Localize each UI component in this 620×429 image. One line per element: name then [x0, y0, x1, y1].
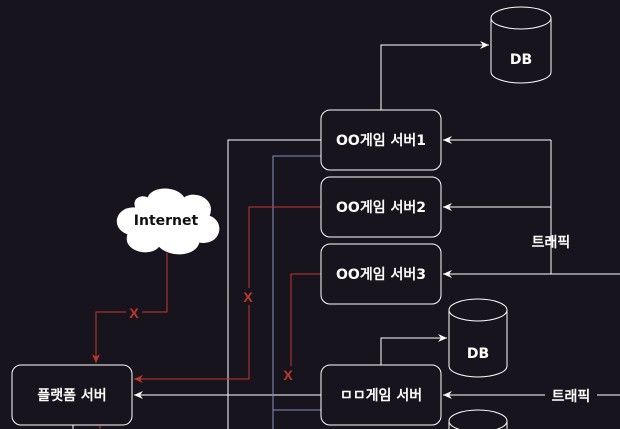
- edge-server3-to-platform-blocked: [290, 273, 321, 379]
- game-server-2-label: OO게임 서버2: [336, 199, 426, 216]
- db-top-cylinder: DB: [490, 6, 552, 84]
- blocked-x-internet: X: [129, 305, 139, 321]
- platform-server-box: 플랫폼 서버: [11, 364, 133, 426]
- db-top-label: DB: [510, 52, 532, 68]
- game-server-3-label: OO게임 서버3: [336, 266, 426, 283]
- blocked-x-server3-bg: [280, 366, 296, 383]
- db-mid-label: DB: [467, 346, 489, 362]
- traffic-label-bottom-bg: [545, 385, 597, 405]
- edge-square-server-to-db: [380, 334, 447, 365]
- game-server-square-label: ㅁㅁ게임 서버: [340, 387, 422, 404]
- game-server-square-box: ㅁㅁ게임 서버: [320, 364, 442, 426]
- game-server-1-label: OO게임 서버1: [336, 132, 426, 149]
- edge-traffic-trunk: [550, 140, 620, 275]
- game-server-3-box: OO게임 서버3: [320, 243, 442, 305]
- blocked-x-internet-bg: [126, 304, 142, 321]
- platform-server-label: 플랫폼 서버: [37, 387, 106, 404]
- traffic-label-top: 트래픽: [532, 234, 571, 251]
- blocked-x-server3: X: [283, 367, 293, 383]
- db-mid-cylinder: DB: [448, 298, 508, 378]
- traffic-label-bottom: 트래픽: [552, 388, 591, 405]
- edge-blue-server1: [272, 155, 321, 429]
- edge-server1-to-db: [380, 41, 489, 110]
- game-server-1-box: OO게임 서버1: [320, 109, 442, 171]
- internet-cloud: Internet: [116, 188, 220, 255]
- game-server-2-box: OO게임 서버2: [320, 176, 442, 238]
- edge-server1-down: [227, 139, 321, 429]
- blocked-x-server2: X: [243, 289, 253, 305]
- db-bottom-partial: [448, 409, 508, 429]
- internet-label: Internet: [134, 213, 199, 229]
- blocked-x-server2-bg: [240, 288, 256, 305]
